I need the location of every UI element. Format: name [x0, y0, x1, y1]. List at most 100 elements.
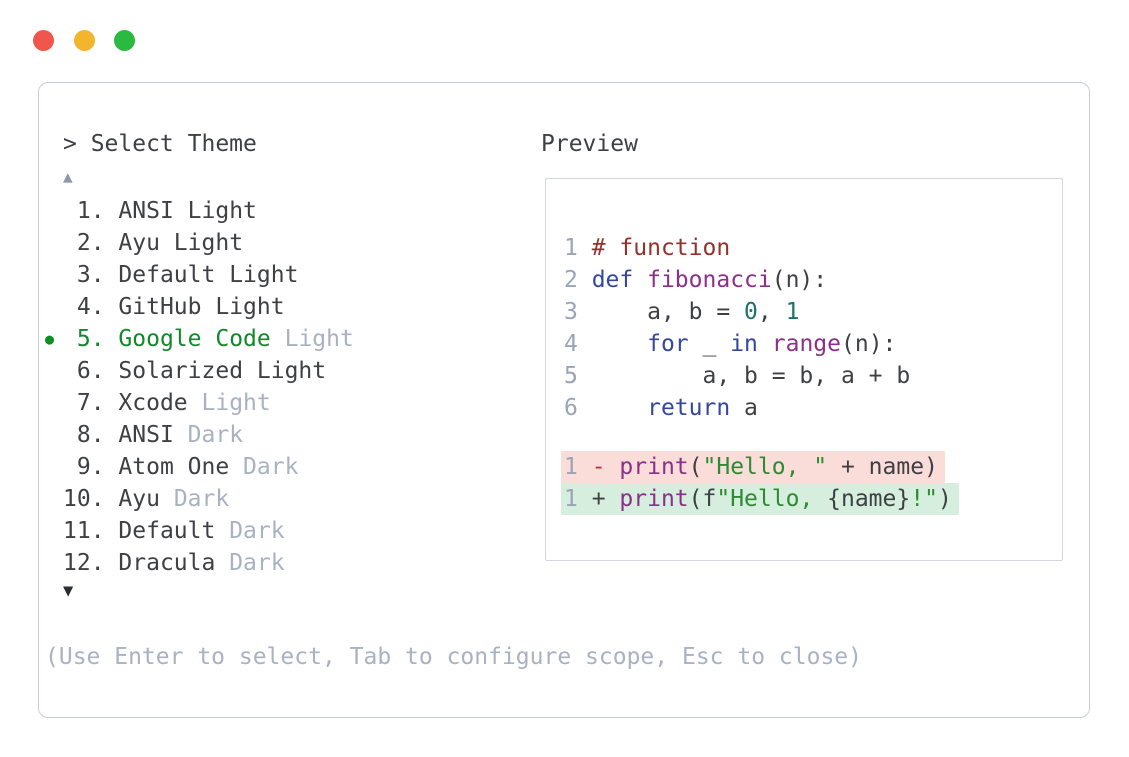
- code-token-funcname: print: [619, 454, 689, 480]
- code-token-plain: a, b = b, a + b: [591, 363, 911, 389]
- theme-option-label: Xcode: [118, 390, 188, 416]
- theme-option-dracula-dark[interactable]: 12.Dracula Dark: [39, 547, 539, 579]
- theme-option-number: 4.: [63, 294, 105, 320]
- theme-option-number: 6.: [63, 358, 105, 384]
- code-token-funcname: print: [619, 486, 689, 512]
- code-token-string: "Hello, ": [702, 454, 828, 480]
- code-token-plain: {name}: [827, 486, 911, 512]
- code-token-lineno: 2: [564, 267, 592, 293]
- code-token-lineno: 1: [564, 486, 592, 512]
- theme-option-label: ANSI: [118, 422, 174, 448]
- theme-option-label: Default: [118, 518, 216, 544]
- code-blank-line: [564, 424, 1062, 451]
- code-token-literal: 0: [744, 299, 758, 325]
- code-token-plain: [592, 331, 647, 357]
- theme-option-label: Ayu Light: [118, 230, 244, 256]
- code-token-plain: + name): [827, 454, 938, 480]
- theme-option-ansi-light[interactable]: 1. ANSI Light: [39, 195, 539, 227]
- theme-option-number: 11.: [63, 518, 105, 544]
- theme-option-google-code-light[interactable]: ● 5. Google Code Light: [39, 323, 539, 355]
- code-token-plus: +: [591, 486, 620, 512]
- code-token-lineno: 6: [564, 395, 592, 421]
- code-token-plain: _: [688, 331, 731, 357]
- theme-option-label: Dracula: [118, 550, 216, 576]
- theme-option-ayu-light[interactable]: 2. Ayu Light: [39, 227, 539, 259]
- code-token-comment: # function: [591, 235, 731, 261]
- theme-option-github-light[interactable]: 4. GitHub Light: [39, 291, 539, 323]
- code-token-minus: -: [591, 454, 620, 480]
- diff-highlight: 1 + print(f"Hello, {name}!"): [561, 483, 959, 515]
- code-line: 6 return a: [564, 392, 1062, 424]
- theme-picker-dialog: > Select Theme ▲ 1. ANSI Light 2. Ayu Ligh…: [38, 82, 1090, 718]
- theme-option-variant-label: Dark: [229, 454, 299, 480]
- theme-option-number: 7.: [63, 390, 105, 416]
- code-token-funcname: range: [771, 331, 841, 357]
- theme-option-number: 2.: [63, 230, 105, 256]
- code-token-lineno: 1: [564, 235, 592, 261]
- code-line: 3 a, b = 0, 1: [564, 296, 1062, 328]
- theme-option-variant-label: Dark: [159, 486, 230, 512]
- code-token-lineno: 3: [564, 299, 592, 325]
- close-button[interactable]: [33, 30, 54, 51]
- theme-option-variant-label: Dark: [215, 518, 285, 544]
- theme-option-solarized-light[interactable]: 6.Solarized Light: [39, 355, 539, 387]
- code-token-plain: (f: [688, 486, 717, 512]
- code-token-keyword: for: [647, 331, 689, 357]
- theme-option-label: ANSI Light: [118, 198, 257, 224]
- code-token-plain: (n):: [771, 267, 828, 293]
- code-token-plain: ,: [757, 299, 786, 325]
- diff-highlight: 1 - print("Hello, " + name): [561, 451, 945, 483]
- code-token-funcname: fibonacci: [647, 267, 772, 293]
- theme-option-label: GitHub Light: [118, 294, 285, 320]
- code-token-keyword: def: [591, 267, 634, 293]
- theme-option-variant-label: Light: [187, 390, 271, 416]
- theme-option-ayu-dark[interactable]: 10.Ayu Dark: [39, 483, 539, 515]
- code-token-string: !": [910, 486, 938, 512]
- zoom-button[interactable]: [114, 30, 135, 51]
- theme-option-label: Atom One: [118, 454, 230, 480]
- theme-picker-prompt: > Select Theme: [63, 131, 257, 157]
- scroll-down-indicator-icon[interactable]: ▼: [63, 581, 74, 601]
- scroll-up-indicator-icon[interactable]: ▲: [63, 167, 73, 186]
- code-token-string: "Hello,: [716, 486, 828, 512]
- theme-option-atom-one-dark[interactable]: 9. Atom One Dark: [39, 451, 539, 483]
- theme-option-number: 9.: [63, 454, 105, 480]
- theme-list: 1. ANSI Light 2. Ayu Light 3. Default Light…: [39, 195, 539, 579]
- theme-option-number: 10.: [63, 486, 105, 512]
- theme-option-number: 12.: [63, 550, 105, 576]
- code-token-plain: ): [937, 486, 952, 512]
- diff-removed-line: 1 - print("Hello, " + name): [561, 451, 1062, 483]
- theme-option-variant-label: Light: [270, 326, 354, 352]
- code-line: 2 def fibonacci(n):: [564, 264, 1062, 296]
- theme-option-ansi-dark[interactable]: 8. ANSI Dark: [39, 419, 539, 451]
- code-token-plain: a: [730, 395, 758, 421]
- theme-option-number: 3.: [63, 262, 105, 288]
- theme-option-default-dark[interactable]: 11. Default Dark: [39, 515, 539, 547]
- code-line: 1 # function: [564, 232, 1062, 264]
- theme-option-number: 8.: [63, 422, 105, 448]
- preview-title: Preview: [541, 131, 638, 157]
- theme-option-number: 1.: [63, 198, 105, 224]
- code-token-plain: [592, 395, 647, 421]
- code-token-lineno: 4: [564, 331, 592, 357]
- code-token-plain: [633, 267, 647, 293]
- code-token-plain: [758, 331, 772, 357]
- code-token-keyword: in: [730, 331, 758, 357]
- theme-option-xcode-light[interactable]: 7. Xcode Light: [39, 387, 539, 419]
- theme-option-number: 5.: [63, 326, 105, 352]
- selected-dot-icon: ●: [45, 330, 55, 348]
- theme-option-label: Google Code: [118, 326, 271, 352]
- theme-option-label: Default Light: [118, 262, 299, 288]
- code-token-plain: (n):: [841, 331, 897, 357]
- theme-option-variant-label: Dark: [173, 422, 244, 448]
- code-line: 5 a, b = b, a + b: [564, 360, 1062, 392]
- theme-option-default-light[interactable]: 3. Default Light: [39, 259, 539, 291]
- help-text: (Use Enter to select, Tab to configure s…: [45, 644, 862, 670]
- code-token-literal: 1: [785, 299, 800, 325]
- minimize-button[interactable]: [74, 30, 95, 51]
- diff-added-line: 1 + print(f"Hello, {name}!"): [561, 483, 1062, 515]
- code-token-lineno: 5: [564, 363, 592, 389]
